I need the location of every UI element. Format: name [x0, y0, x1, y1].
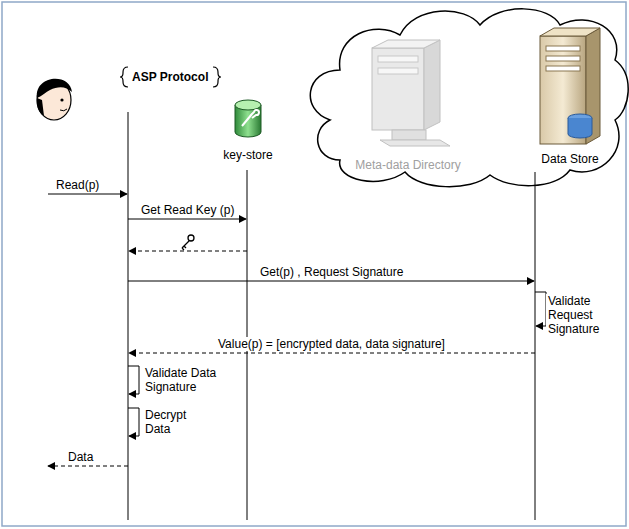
lifeline-head: Data Store [530, 152, 610, 166]
node-title: key-store [208, 148, 288, 162]
node-title: Meta-data Directory [352, 158, 464, 172]
message-label: Get Read Key (p) [139, 203, 236, 217]
message-label: Read(p) [54, 178, 101, 192]
node-title: Data Store [530, 152, 610, 166]
node-title: ASP Protocol [132, 70, 208, 84]
message-label: Get(p) , Request Signature [258, 265, 405, 279]
user-icon [37, 79, 72, 120]
lifeline-head: ASP Protocol [120, 66, 220, 88]
message-label: Validate Request Signature [546, 294, 624, 336]
key-icon [182, 235, 194, 250]
message-arrow [128, 219, 246, 220]
message-label: Data [66, 450, 95, 464]
message-arrow [128, 281, 534, 282]
server-icon-faded [372, 40, 450, 146]
return-message [129, 353, 535, 354]
lifeline [128, 112, 535, 520]
message-label: Value(p) = [encrypted data, data signatu… [216, 337, 447, 351]
cloud [310, 9, 628, 187]
database-icon [235, 100, 261, 137]
message-label: Validate Data Signature [143, 366, 227, 394]
message-arrow [48, 194, 546, 466]
lifeline-head: Meta-data Directory [352, 158, 464, 172]
return-message [129, 251, 247, 252]
lifeline-head: key-store [208, 148, 288, 162]
server-icon [540, 28, 600, 144]
message-label: Decrypt Data [143, 408, 199, 436]
